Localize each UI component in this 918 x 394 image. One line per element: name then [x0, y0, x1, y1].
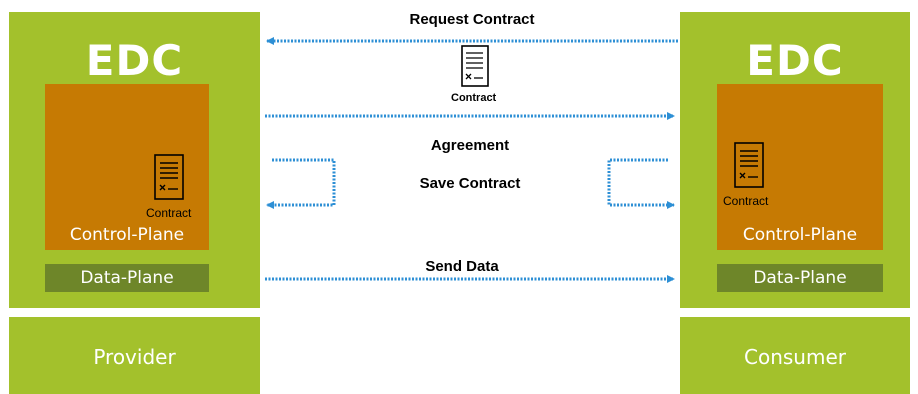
provider-role-box: Provider	[9, 317, 260, 394]
contract-doc-label: Contract	[451, 92, 497, 104]
provider-edc-title: EDC	[85, 36, 184, 85]
agreement-label: Agreement	[430, 137, 510, 154]
consumer-save-contract-arrow	[607, 158, 675, 209]
consumer-role-box: Consumer	[680, 317, 910, 394]
provider-edc-box: EDC Contract Control-Plane Data-Plane	[9, 12, 260, 308]
save-contract-label: Save Contract	[419, 175, 521, 192]
provider-data-plane: Data-Plane	[45, 264, 209, 292]
provider-save-contract-arrow	[266, 158, 336, 209]
consumer-control-plane-label: Control-Plane	[742, 225, 858, 245]
provider-contract-label: Contract	[146, 206, 192, 220]
consumer-data-plane: Data-Plane	[717, 264, 883, 292]
consumer-edc-box: EDC Contract Control-Plane Data-Plane	[680, 12, 910, 308]
provider-control-plane-label: Control-Plane	[69, 225, 185, 245]
consumer-edc-title: EDC	[746, 36, 844, 85]
contract-document-icon	[154, 154, 184, 200]
send-data-label: Send Data	[425, 258, 499, 275]
consumer-role-label: Consumer	[744, 345, 846, 369]
contract-document-icon	[461, 45, 489, 87]
request-contract-label: Request Contract	[409, 11, 535, 28]
contract-document-icon	[734, 142, 764, 188]
provider-role-label: Provider	[93, 345, 176, 369]
consumer-contract-label: Contract	[723, 194, 769, 208]
consumer-control-plane: Contract Control-Plane	[717, 84, 883, 250]
provider-control-plane: Contract Control-Plane	[45, 84, 209, 250]
